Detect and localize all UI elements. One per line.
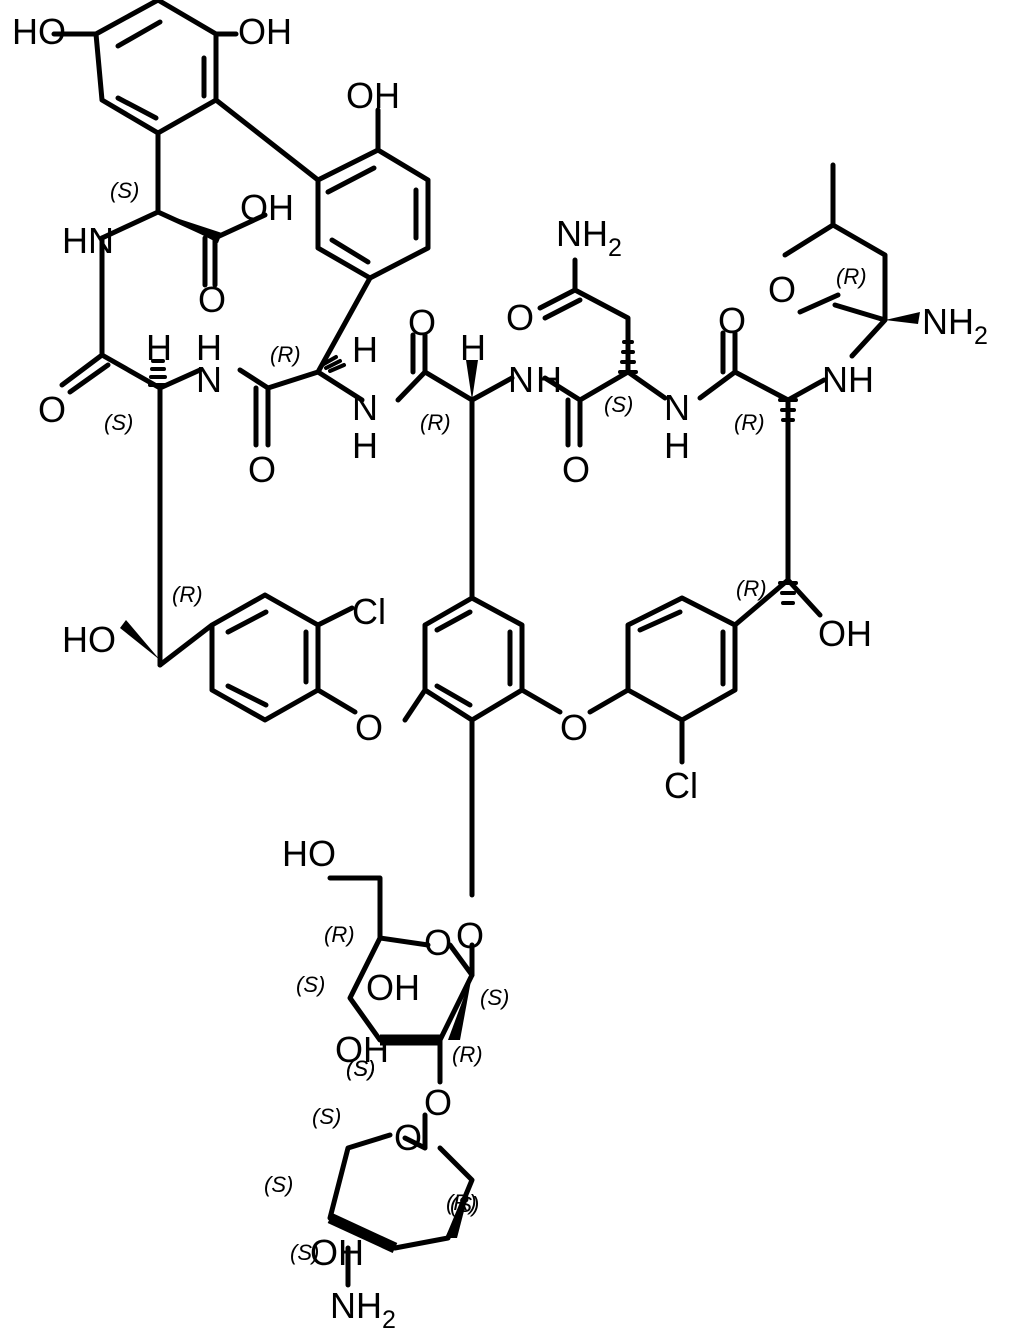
stereo-label-s4: (S) [480, 985, 509, 1010]
ho-sugar-label: HO [282, 833, 336, 874]
o-asn-side-label: O [506, 297, 534, 338]
h-amide-4-label: H [664, 425, 690, 466]
atom-labels: HO OH OH OH HN O NH2 O O NH2 NH O O H H … [12, 11, 988, 1334]
n-amide-2-label: N [352, 387, 378, 428]
bond-lines [51, 0, 888, 1288]
o-leu-label: O [768, 269, 796, 310]
stereo-bonds [120, 212, 920, 1253]
oh-top-1-label: OH [238, 11, 292, 52]
h-amide-3-label: H [536, 359, 562, 400]
nh2-sugar2-label: NH2 [330, 1285, 396, 1334]
ho-benzyl-label: HO [62, 619, 116, 660]
ho-top-left-label: HO [12, 11, 66, 52]
o-amide-2-label: O [248, 449, 276, 490]
h-top-1-label: H [146, 327, 172, 368]
hn-left-label: HN [62, 220, 114, 261]
nh2-leu-label: NH2 [922, 301, 988, 350]
h-top-2-label: H [352, 329, 378, 370]
stereo-label-s6: (S) [346, 1056, 375, 1081]
h-amide-1-label: H [196, 327, 222, 368]
stereo-label-s9: (S) [450, 1192, 479, 1217]
o-acid-label: O [198, 279, 226, 320]
h-top-3-label: H [460, 327, 486, 368]
n-amide-3-label: N [508, 359, 534, 400]
oh-glucose-1-label: OH [366, 967, 420, 1008]
nh-leu-label: NH [822, 359, 874, 400]
oh-sugar2-label: OH [310, 1232, 364, 1273]
oh-glucose-2-label: OH [335, 1029, 389, 1070]
stereo-label-r9: (R) [446, 1190, 477, 1215]
n-amide-1-label: N [196, 359, 222, 400]
cl-left-label: Cl [352, 591, 386, 632]
n-amide-4-label: N [664, 387, 690, 428]
oh-acid-label: OH [240, 187, 294, 228]
stereo-label-r1: (R) [836, 264, 867, 289]
stereo-label-s2: (S) [104, 410, 133, 435]
o-mid-1-label: O [408, 302, 436, 343]
o-left-amide-label: O [38, 389, 66, 430]
stereo-label-r2: (R) [270, 342, 301, 367]
oh-benzyl-label: OH [818, 613, 872, 654]
o-ring-sugar2-label: O [394, 1117, 422, 1158]
o-amide-3-label: O [562, 449, 590, 490]
o-link-label: O [424, 1082, 452, 1123]
stereo-label-s11: (S) [346, 1056, 375, 1081]
stereo-label-r8: (R) [452, 1042, 483, 1067]
stereo-labels: (S) (R) (R) (S) (R) (R) (S) (R) (R) (R) … [104, 178, 867, 1265]
o-ring-glucose-label: O [424, 922, 452, 963]
stereo-label-r7: (R) [324, 922, 355, 947]
o-ether-left-label: O [355, 707, 383, 748]
stereo-label-s8: (S) [264, 1172, 293, 1197]
stereo-label-r3: (R) [420, 410, 451, 435]
stereo-label-s3: (S) [604, 392, 633, 417]
o-glyco-label: O [456, 915, 484, 956]
o-mid-2-label: O [718, 300, 746, 341]
nh2-asn-label: NH2 [556, 213, 622, 262]
o-ether-right-label: O [560, 707, 588, 748]
oh-top-2-label: OH [346, 75, 400, 116]
stereo-label-r4: (R) [734, 410, 765, 435]
cl-right-label: Cl [664, 765, 698, 806]
stereo-label-r5: (R) [172, 582, 203, 607]
stereo-label-s1: (S) [110, 178, 139, 203]
stereo-label-s10: (S) [290, 1240, 319, 1265]
h-amide-2-label: H [352, 425, 378, 466]
stereo-label-s5: (S) [296, 972, 325, 997]
stereo-label-r6: (R) [736, 576, 767, 601]
stereo-label-s7: (S) [312, 1104, 341, 1129]
